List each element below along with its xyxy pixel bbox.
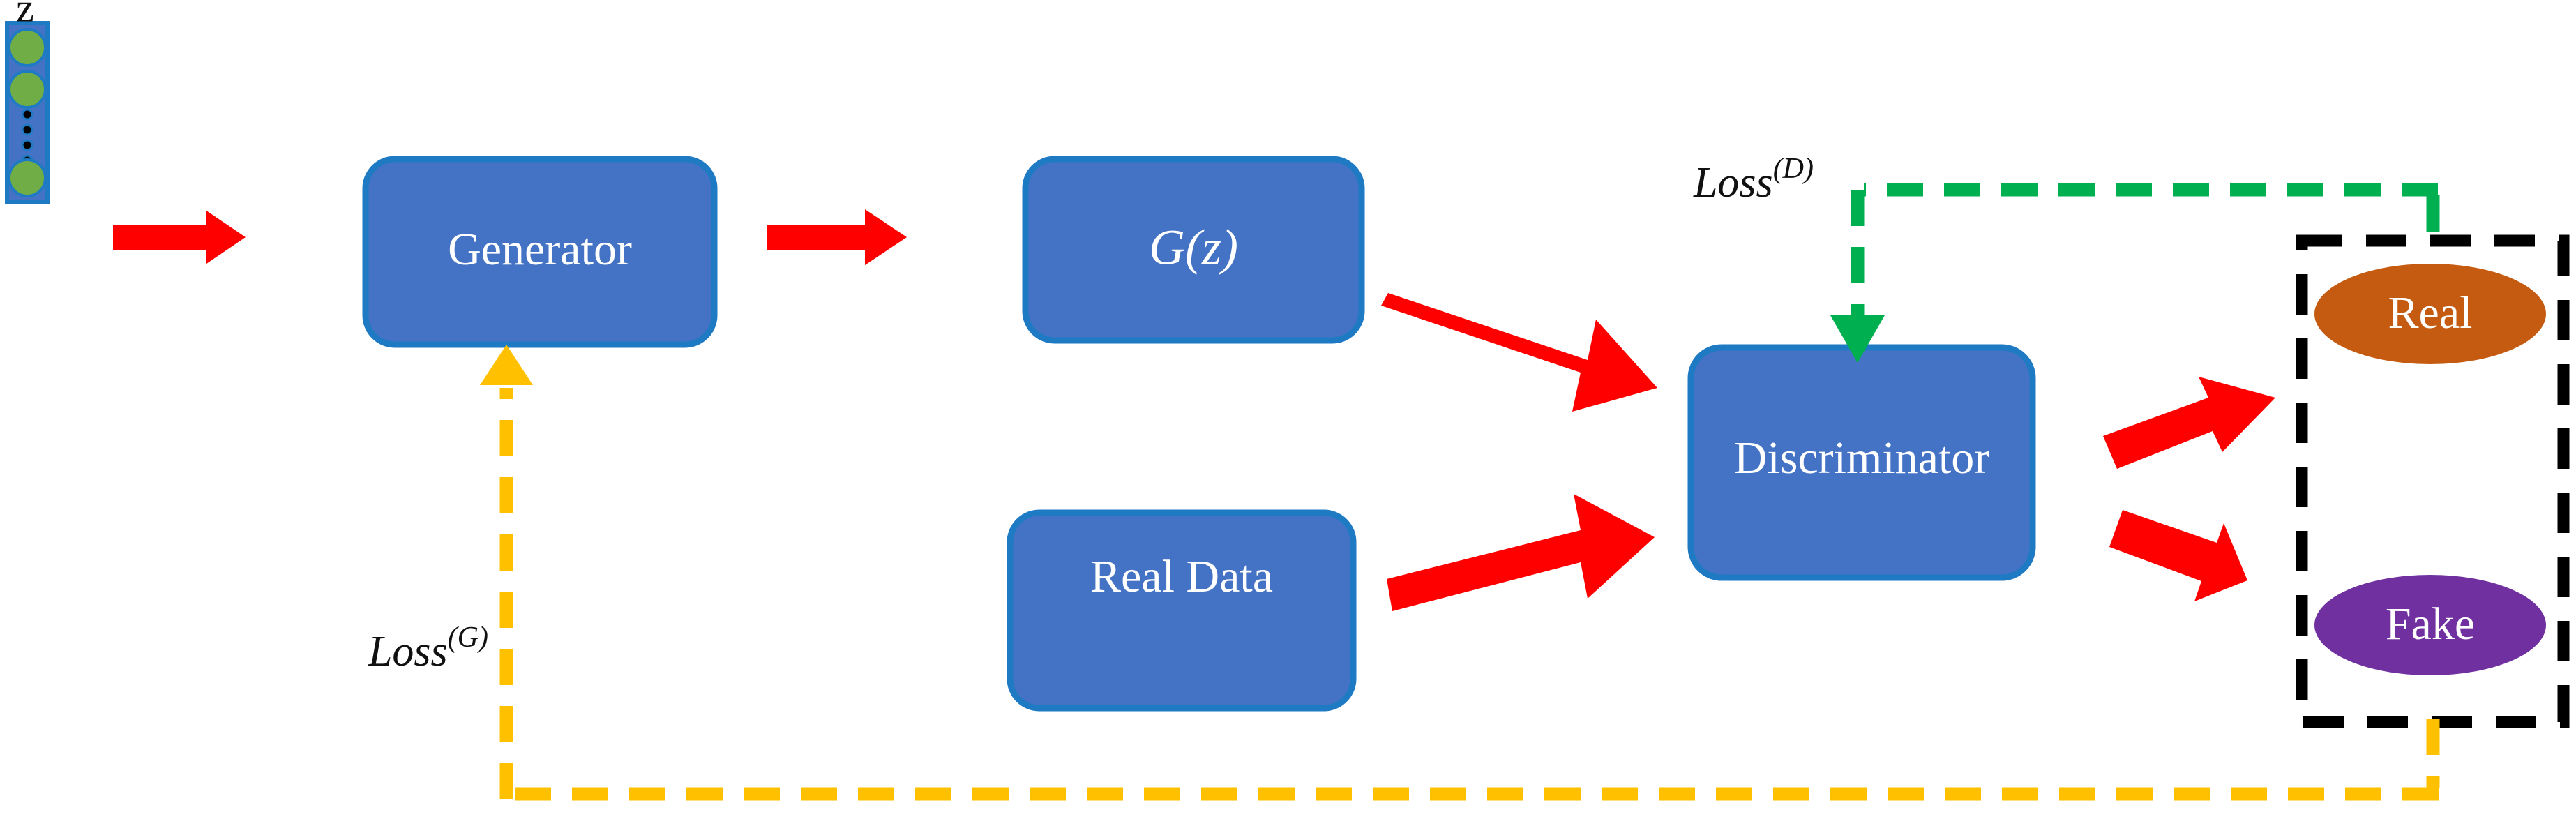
gz-label: G(z) [1149,220,1238,276]
loss-d-base: Loss [1693,159,1773,206]
noise-unit-circle [8,70,47,109]
node-discriminator[interactable]: Discriminator [1687,344,2036,581]
gz-box [1022,156,1365,344]
node-real-data[interactable]: Real Data [1007,509,1357,712]
generator-label: Generator [448,224,632,275]
node-fake[interactable]: Fake [2314,575,2546,675]
arrow-generator-to-gz [767,209,907,265]
real-data-label: Real Data [1090,551,1273,602]
noise-ellipsis-dot [21,108,33,121]
fake-label: Fake [2386,599,2475,649]
arrow-discriminator-to-fake [2109,510,2247,601]
real-data-box [1007,509,1357,712]
loss-g-base: Loss [368,628,448,675]
real-ellipse [2314,264,2546,364]
noise-ellipsis-dot [21,139,33,151]
loss-g-arrowhead [480,345,533,385]
arrow-discriminator-to-real [2103,377,2275,469]
noise-vector-label: z [16,0,34,30]
loss-d-superscript: (D) [1773,153,1814,185]
node-gz[interactable]: G(z) [1022,156,1365,344]
loss-d-feedback-path [1830,183,2440,363]
loss-g-feedback-path [480,345,2440,801]
discriminator-label: Discriminator [1734,433,1990,483]
loss-d-arrowhead [1830,315,1885,363]
loss-d-label: Loss(D) [1693,153,1814,207]
generator-box [362,156,718,348]
fake-ellipse [2314,575,2546,675]
latent-noise-vector[interactable] [5,21,50,204]
node-generator[interactable]: Generator [362,156,718,348]
noise-ellipsis-dot [21,123,33,136]
loss-g-superscript: (G) [448,622,488,654]
noise-unit-circle [8,158,47,197]
loss-g-label: Loss(G) [368,622,488,676]
noise-unit-circle [8,28,47,67]
arrow-real-data-to-discriminator [1387,494,1655,611]
real-label: Real [2388,287,2473,338]
node-real[interactable]: Real [2314,264,2546,364]
arrow-gz-to-discriminator [1381,293,1657,412]
arrow-z-to-generator [113,211,246,264]
